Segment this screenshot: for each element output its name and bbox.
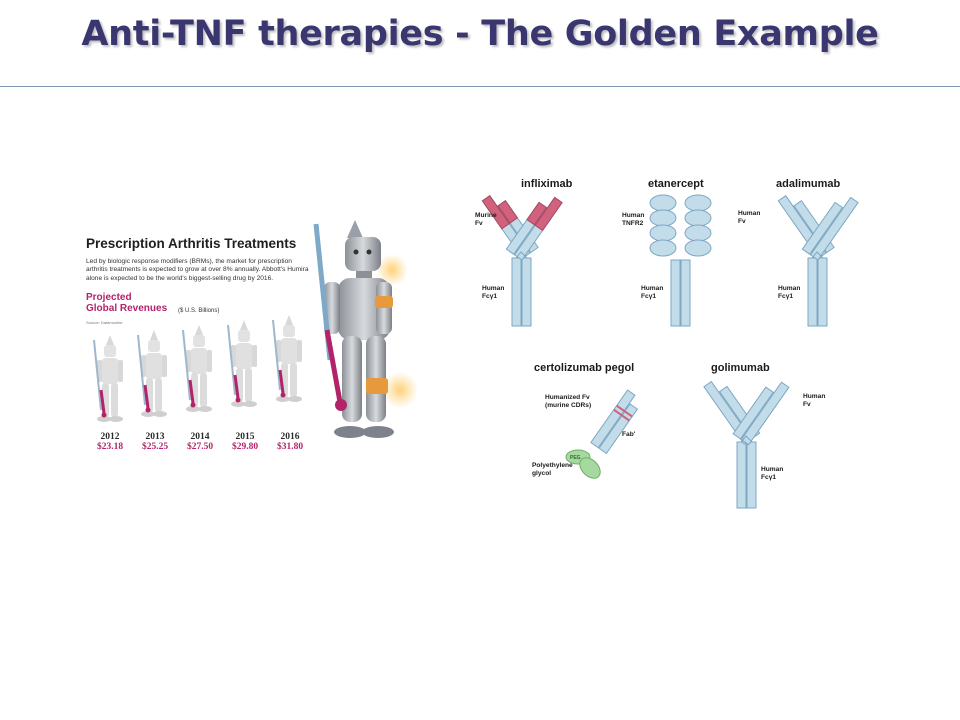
title-divider: [0, 86, 960, 87]
year-label: 2016: [280, 432, 300, 442]
infliximab-fv-label: Murine Fv: [475, 212, 497, 227]
adalimumab-fv-label: Human Fv: [738, 210, 761, 225]
figure-2014: [181, 323, 214, 414]
infliximab-name: infliximab: [521, 178, 573, 190]
year-label: 2014: [190, 432, 210, 442]
revenue-value: $25.25: [141, 442, 169, 452]
revenue-unit: ($ U.S. Billions): [178, 308, 220, 314]
adalimumab-fc-label: Human Fcγ1: [778, 285, 801, 300]
year-label: 2012: [100, 432, 120, 442]
revenue-value: $29.80: [231, 442, 259, 452]
certolizumab-peg-label: Polyethylene glycol: [532, 462, 573, 477]
certolizumab-structure: [565, 389, 639, 479]
year-label: 2015: [235, 432, 255, 442]
infographic-description: Led by biologic response modifiers (BRMs…: [86, 258, 309, 282]
infliximab-structure: [481, 195, 563, 327]
certolizumab-fab-label: Fab': [622, 431, 636, 438]
projected-line1: Projected: [86, 292, 132, 303]
slide-title: Anti-TNF therapies - The Golden Example: [81, 14, 879, 54]
projected-heading: Projected Global Revenues: [86, 292, 167, 314]
etanercept-top-label: Human TNFR2: [622, 212, 645, 227]
tin-man-figure: [313, 220, 418, 438]
golimumab-fv-label: Human Fv: [803, 393, 826, 408]
projected-line2: Global Revenues: [86, 303, 168, 314]
peg-tag: PEG: [570, 455, 581, 461]
tinman-figures-illustration: [92, 220, 418, 438]
certolizumab-name: certolizumab pegol: [534, 362, 635, 374]
golimumab-name: golimumab: [711, 362, 770, 374]
adalimumab-structure: [777, 195, 859, 327]
revenue-value: $27.50: [186, 442, 214, 452]
figure-2012: [92, 333, 125, 424]
adalimumab-name: adalimumab: [776, 178, 841, 190]
etanercept-name: etanercept: [648, 178, 704, 190]
infographic-title: Prescription Arthritis Treatments: [86, 236, 297, 251]
etanercept-fc-label: Human Fcγ1: [641, 285, 664, 300]
year-label: 2013: [145, 432, 165, 442]
revenue-value: $31.80: [276, 442, 304, 452]
infliximab-fc-label: Human Fcγ1: [482, 285, 505, 300]
arthritis-infographic: Prescription Arthritis Treatments Led by…: [80, 210, 425, 472]
antibody-structures-diagram: .f { fill:#c3dcea; stroke:#7da7c3; strok…: [481, 194, 859, 509]
etanercept-structure: [649, 194, 712, 327]
figure-2015: [226, 318, 259, 409]
infographic-source: Source: Datamonitor: [86, 320, 123, 325]
golimumab-structure: [703, 380, 790, 509]
certolizumab-fv-label: Humanized Fv (murine CDRs): [545, 394, 592, 409]
figure-2016: [271, 313, 304, 404]
golimumab-fc-label: Human Fcγ1: [761, 466, 784, 481]
revenue-value: $23.18: [96, 442, 124, 452]
figure-2013: [136, 328, 169, 419]
